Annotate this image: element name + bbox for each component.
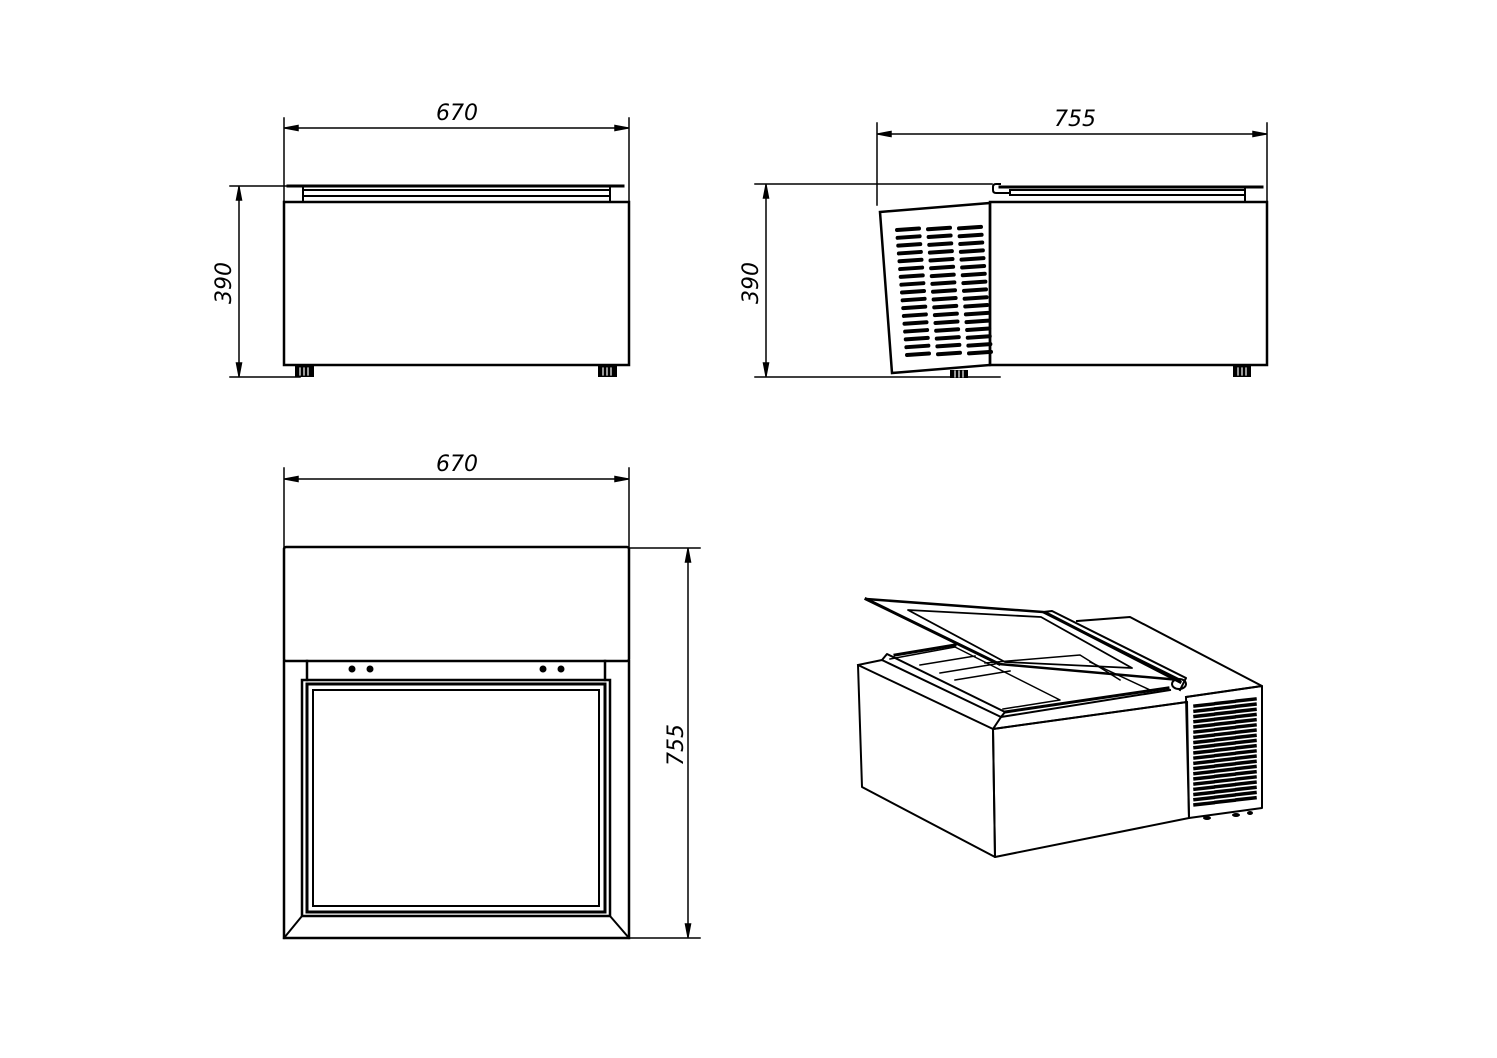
side-grille-panel <box>878 201 992 375</box>
hinge-screws <box>348 665 565 673</box>
top-hinge-strip <box>305 659 607 682</box>
top-body <box>282 659 631 940</box>
side-feet <box>950 366 1251 378</box>
top-lid-frame <box>282 678 631 940</box>
isometric-view <box>856 596 1263 858</box>
side-grille-slots <box>895 224 993 357</box>
top-depth-label: 755 <box>664 724 689 766</box>
side-view <box>754 122 1269 378</box>
side-depth-dimension <box>876 122 1268 206</box>
top-width-dimension <box>283 467 630 549</box>
front-body <box>282 200 631 367</box>
front-feet <box>295 366 617 377</box>
side-body <box>988 200 1269 367</box>
front-height-dimension <box>229 185 301 378</box>
iso-grille <box>1193 697 1257 807</box>
side-lid <box>992 183 1264 203</box>
front-view <box>229 117 631 378</box>
top-depth-dimension <box>628 547 701 939</box>
side-height-label: 390 <box>739 262 764 304</box>
front-height-label: 390 <box>212 262 237 304</box>
front-width-label: 670 <box>436 101 478 126</box>
top-view <box>282 467 701 940</box>
side-height-dimension <box>754 183 1001 378</box>
front-width-dimension <box>283 117 630 206</box>
top-width-label: 670 <box>436 452 478 477</box>
top-compressor-housing <box>282 545 631 663</box>
side-depth-label: 755 <box>1054 107 1096 132</box>
front-lid <box>286 184 625 203</box>
iso-body-left <box>857 664 996 858</box>
